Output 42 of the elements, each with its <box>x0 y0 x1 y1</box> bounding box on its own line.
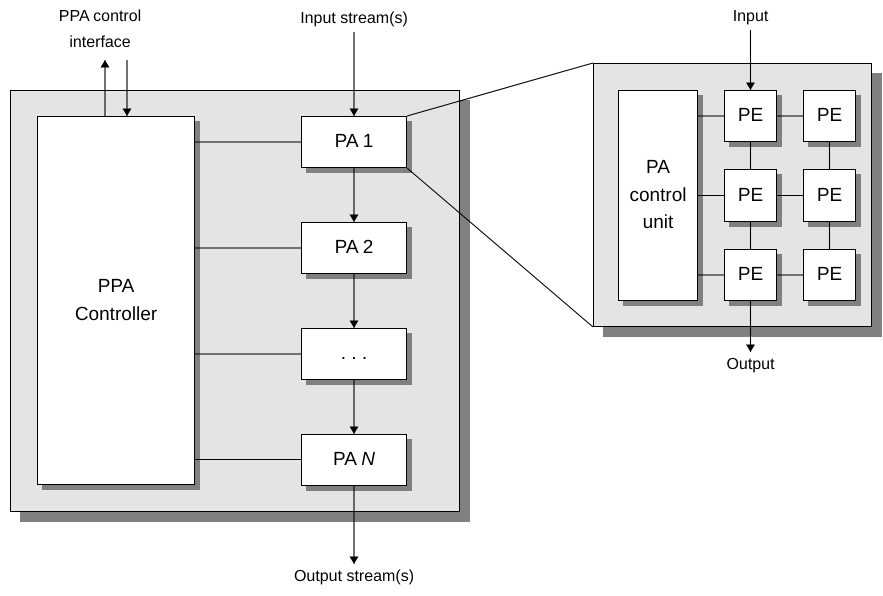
box-label: PA control unit <box>628 156 688 236</box>
box-label: PE <box>816 184 842 208</box>
box-label: PA 2 <box>334 236 374 260</box>
connector-line <box>750 222 752 249</box>
arrow <box>746 301 755 352</box>
stream-label: Output stream(s) <box>283 564 425 590</box>
connector-line <box>195 141 301 143</box>
connector-line <box>828 142 830 169</box>
box-label: PA N <box>333 448 375 472</box>
arrow <box>350 380 358 434</box>
box-label: PE <box>738 263 764 288</box>
box-label: PE <box>738 184 764 208</box>
box-label: PA 1 <box>334 130 374 154</box>
connector-line <box>698 194 724 196</box>
box-label: PE <box>816 104 842 128</box>
stream-label: Input stream(s) <box>283 6 425 32</box>
box-label: PPA Controller <box>74 274 158 326</box>
box-label: . . . <box>340 342 368 366</box>
arrow <box>746 30 755 90</box>
box-label: PE <box>738 104 764 128</box>
connector-line <box>698 274 724 276</box>
connector-line <box>777 194 803 196</box>
connector-line <box>828 222 830 249</box>
connector-line <box>777 274 803 276</box>
box-label: PE <box>816 263 842 288</box>
arrow <box>100 60 110 116</box>
stream-label: Output <box>700 352 801 378</box>
connector-line <box>698 115 724 117</box>
connector-line <box>195 458 301 460</box>
arrow <box>350 486 358 564</box>
connector-line <box>195 353 301 355</box>
arrow <box>350 274 358 328</box>
stream-label: Input <box>710 4 791 30</box>
arrow <box>122 60 132 116</box>
connector-line <box>195 247 301 249</box>
connector-line <box>750 142 752 169</box>
connector-line <box>406 62 594 117</box>
connector-line <box>406 168 594 328</box>
arrow <box>350 168 358 222</box>
arrow <box>350 32 358 116</box>
stream-label: PPA control interface <box>45 4 155 60</box>
connector-line <box>777 115 803 117</box>
